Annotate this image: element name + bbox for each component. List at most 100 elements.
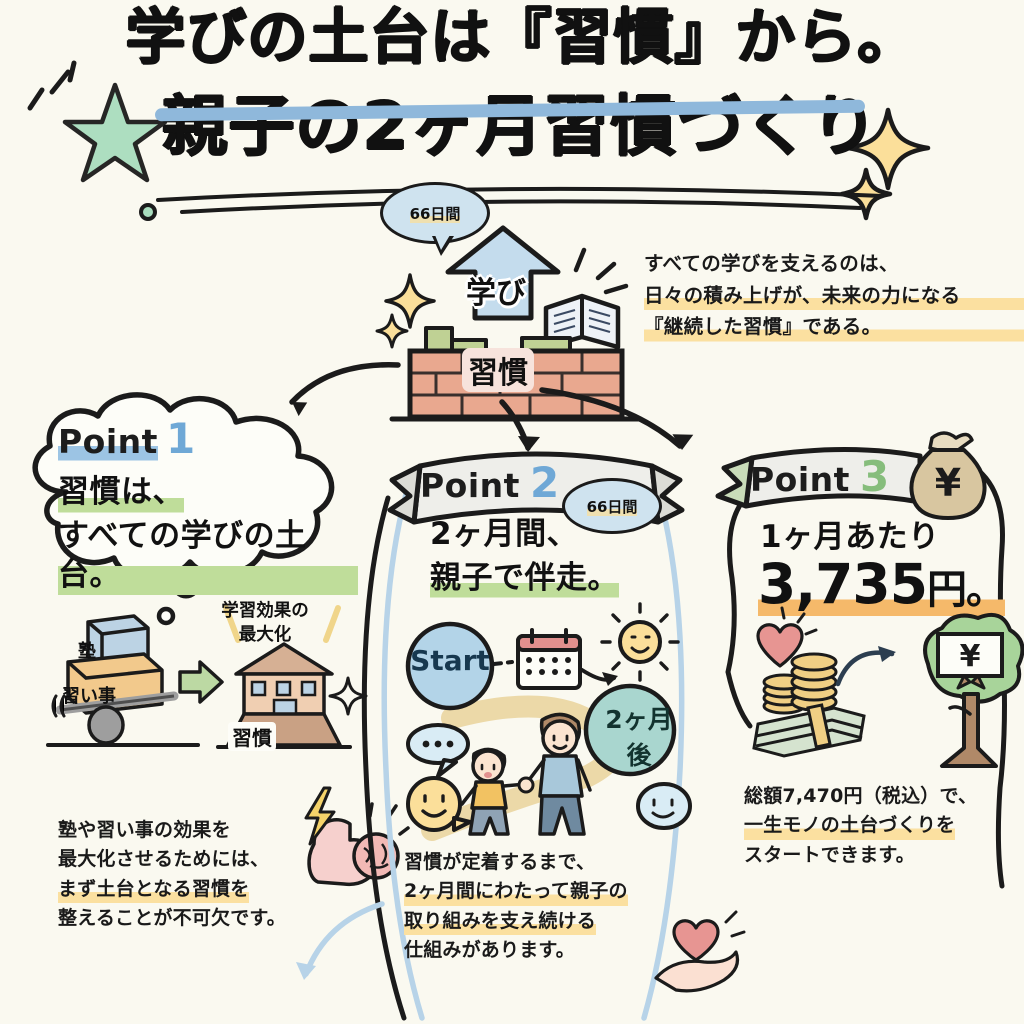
point1-box-narai-label: 習い事 (62, 686, 116, 707)
duration-badge-point2: 66日間 (562, 478, 662, 534)
point3-price: 3,735円。 (758, 552, 1006, 616)
lightning-bolt-icon (304, 786, 336, 846)
hero-arrow-label: 学び (466, 276, 526, 311)
small-circle-icon (139, 203, 157, 221)
point2-start-label: Start (410, 644, 490, 677)
curved-arrow-icon (835, 646, 896, 687)
point2-panel-frame (361, 487, 685, 1021)
sparkle-icon (328, 676, 368, 716)
muscle-brain-icon (307, 802, 410, 887)
point3-label: Point (750, 460, 850, 499)
point1-effect-line-1: 学習効果の (221, 601, 309, 621)
point2-number: 2 (529, 458, 560, 507)
point1-number: 1 (165, 414, 196, 463)
growth-arrow-icon (445, 225, 561, 321)
arrowhead-3 (672, 434, 694, 450)
point1-caption-line-1: 塾や習い事の効果を (58, 819, 231, 841)
hero-foundation-illustration (375, 225, 643, 422)
seesaw-icon (46, 614, 200, 747)
point3-price-value: 3,735 (758, 552, 928, 616)
spark-lines-icon (724, 910, 746, 938)
point2-caption-line-2: 2ヶ月間にわたって親子の (404, 877, 628, 907)
calendar-icon (516, 628, 582, 690)
point2-banner-text: Point 2 (420, 458, 559, 507)
point1-effect-caption: 学習効果の 最大化 (200, 600, 330, 647)
decoration-group-left (27, 60, 168, 221)
arrowhead-1 (292, 402, 308, 417)
point1-headline-2: すべての学びの土台。 (58, 516, 358, 597)
money-tree-icon: ¥ (923, 613, 1024, 768)
spark-lines-icon (780, 606, 818, 636)
shine-lines-icon (223, 605, 341, 643)
point1-illustration (46, 605, 368, 749)
point2-headline: 2ヶ月間、 親子で伴走。 (430, 515, 619, 599)
point1-caption-line-3: まず土台となる習慣を (58, 874, 250, 905)
intro-line-1: すべての学びを支えるのは、 (644, 252, 899, 275)
point2-label: Point (420, 466, 520, 505)
point1-house-base-label: 習慣 (228, 722, 276, 751)
parent-child-icon (460, 712, 592, 836)
point3-illustration: ¥ (752, 606, 1024, 768)
point1-text-block: Point 1 習慣は、 すべての学びの土台。 (58, 414, 358, 597)
hero-foundation-label: 習慣 (462, 348, 534, 392)
wobble-lines-icon (51, 694, 66, 718)
speech-bubble-icon (406, 723, 470, 778)
duration-badge-title: 66日間 (380, 182, 490, 244)
point3-number: 3 (859, 452, 890, 501)
arrowhead-icon (602, 672, 618, 686)
duration-badge-tail (432, 235, 454, 256)
start-circle (405, 621, 495, 711)
point3-caption-line-1: 総額7,470円（税込）で、 (744, 785, 978, 807)
intro-line-2: 日々の積み上げが、未来の力になる (644, 279, 1024, 312)
point1-caption: 塾や習い事の効果を 最大化させるためには、 まず土台となる習慣を 整えることが不… (58, 816, 358, 934)
point3-caption-line-2: 一生モノの土台づくりを (744, 811, 956, 841)
arrow-to-point3 (539, 387, 683, 449)
point2-caption-line-4: 仕組みがあります。 (404, 939, 575, 962)
coins-and-bills-icon (752, 652, 866, 758)
point3-caption: 総額7,470円（税込）で、 一生モノの土台づくりを スタートできます。 (744, 782, 1024, 870)
speed-lines-icon (27, 60, 77, 111)
tree-yen-symbol: ¥ (960, 639, 981, 674)
arrowhead-2 (518, 436, 540, 452)
point2-caption-line-3: 取り組みを支え続ける (404, 906, 597, 937)
sparkle-icon (375, 313, 409, 349)
point1-caption-line-4: 整えることが不可欠です。 (58, 907, 286, 930)
point1-effect-line-2: 最大化 (238, 624, 292, 645)
smiley-face-icon (406, 776, 472, 832)
green-star-icon (62, 82, 168, 183)
end-circle (583, 683, 677, 777)
intro-paragraph: すべての学びを支えるのは、 日々の積み上げが、未来の力になる 『継続した習慣』で… (644, 248, 1024, 343)
open-book-icon (543, 293, 621, 350)
money-bag-yen-symbol: ¥ (935, 461, 961, 505)
point2-illustration (405, 602, 692, 841)
point2-loop-arrow (296, 901, 385, 980)
intro-line-3: 『継続した習慣』である。 (644, 311, 1024, 343)
sparkle-icon (384, 273, 436, 329)
branch-arrows (289, 362, 694, 452)
point3-caption-line-3: スタートできます。 (744, 843, 915, 866)
heart-icon (756, 623, 804, 668)
point1-caption-line-2: 最大化させるためには、 (58, 848, 270, 871)
money-bag-icon: ¥ (909, 431, 987, 520)
point1-label: Point (58, 422, 158, 461)
speed-lines-icon (573, 247, 629, 295)
point2-headline-1: 2ヶ月間、 (430, 516, 579, 552)
point2-caption-line-1: 習慣が定着するまで、 (404, 851, 596, 873)
yellow-sparkle-icon (845, 107, 931, 191)
duration-badge-point2-label: 66日間 (586, 495, 638, 517)
title-bottom-rules (156, 186, 884, 214)
point2-caption: 習慣が定着するまで、 2ヶ月間にわたって親子の 取り組みを支え続ける 仕組みがあ… (404, 848, 714, 966)
title-line-1: 学びの土台は『習慣』から。 (125, 3, 919, 73)
point3-headline: 1ヶ月あたり (760, 518, 940, 558)
sun-smile-icon (600, 602, 680, 682)
point2-headline-2: 親子で伴走。 (430, 558, 619, 599)
point3-banner-text: Point 3 (750, 452, 889, 501)
point3-headline-1: 1ヶ月あたり (760, 519, 940, 555)
cloud-face-icon (636, 782, 692, 830)
duration-badge-label: 66日間 (409, 202, 461, 224)
point2-end-label: 2ヶ月後 (605, 705, 673, 770)
page-title: 学びの土台は『習慣』から。 親子の2ヶ月習慣づくり (0, 8, 1024, 160)
point3-price-unit: 円。 (926, 567, 1006, 613)
point1-headline-1: 習慣は、 (58, 473, 184, 513)
